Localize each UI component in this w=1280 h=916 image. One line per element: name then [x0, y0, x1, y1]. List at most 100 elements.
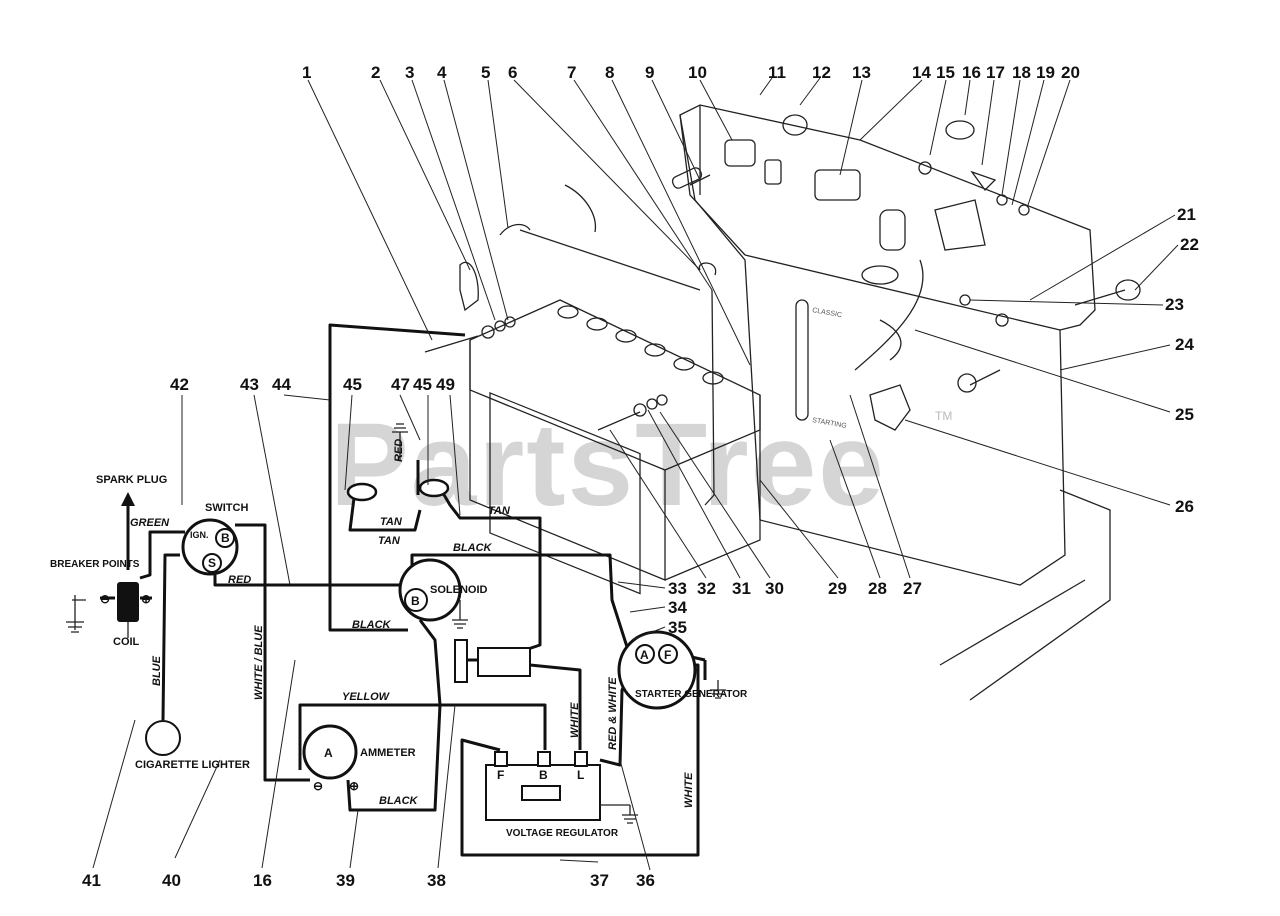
callout-37: 37: [590, 871, 609, 890]
callout-13: 13: [852, 63, 871, 82]
callout-23: 23: [1165, 295, 1184, 314]
callout-25: 25: [1175, 405, 1194, 424]
callout-4: 4: [437, 63, 447, 82]
callout-34: 34: [668, 598, 687, 617]
battery-posts: [346, 478, 450, 502]
ignition-switch: B S IGN. SWITCH: [181, 502, 248, 576]
wire-label-red: RED: [228, 574, 251, 586]
callout-14: 14: [912, 63, 931, 82]
callout-11: 11: [768, 63, 786, 82]
wire-label-tan-1: TAN: [380, 516, 403, 528]
callout-30: 30: [765, 579, 784, 598]
svg-text:VOLTAGE REGULATOR: VOLTAGE REGULATOR: [506, 828, 619, 839]
svg-text:B: B: [221, 531, 230, 545]
panel-label-classic: CLASSIC: [812, 307, 843, 319]
wire-label-tan-3: TAN: [488, 505, 511, 517]
svg-text:SWITCH: SWITCH: [205, 502, 248, 514]
wire-label-white-regulator: WHITE: [569, 702, 581, 738]
svg-text:⊕: ⊕: [141, 592, 151, 606]
wire-label-blue: BLUE: [151, 655, 163, 686]
svg-text:F: F: [664, 648, 671, 662]
breaker-points: BREAKER POINTS: [50, 559, 140, 633]
callout-5: 5: [481, 63, 490, 82]
callout-33: 33: [668, 579, 687, 598]
callout-numbers: 1 2 3 4 5 6 7 8 9 10 11 12 13 14 15 16 1…: [82, 63, 1199, 890]
svg-text:A: A: [324, 746, 333, 760]
hold-down-bolt: [704, 289, 715, 506]
svg-text:⊖: ⊖: [313, 779, 323, 793]
floor-line: [939, 579, 1086, 666]
rod-hook: [499, 223, 531, 236]
cigarette-lighter: CIGARETTE LIGHTER: [135, 720, 250, 771]
callout-15: 15: [936, 63, 955, 82]
wire-label-red-white: RED & WHITE: [607, 677, 619, 750]
wire-label-yellow: YELLOW: [342, 691, 391, 703]
floor-panel: [969, 489, 1111, 701]
ammeter: A AMMETER ⊖ ⊕: [302, 724, 416, 793]
callout-19: 19: [1036, 63, 1055, 82]
battery: [424, 299, 761, 595]
cable-piece: [564, 184, 597, 233]
terminal-boot: [459, 261, 479, 312]
callout-45: 45: [343, 375, 362, 394]
svg-text:SOLENOID: SOLENOID: [430, 584, 488, 596]
callout-26: 26: [1175, 497, 1194, 516]
wire-label-red-vertical: RED: [393, 439, 405, 462]
svg-text:AMMETER: AMMETER: [360, 747, 416, 759]
svg-text:S: S: [208, 556, 216, 570]
callout-27: 27: [903, 579, 922, 598]
callout-1: 1: [302, 63, 311, 82]
callout-24: 24: [1175, 335, 1194, 354]
callout-49: 49: [436, 375, 455, 394]
svg-text:F: F: [497, 768, 504, 782]
wire-label-black-ammeter: BLACK: [379, 795, 419, 807]
callout-47: 47: [391, 375, 410, 394]
callout-38: 38: [427, 871, 446, 890]
wire-label-black-bottom: BLACK: [352, 619, 392, 631]
callout-32: 32: [697, 579, 716, 598]
solenoid: B SOLENOID: [398, 558, 488, 629]
ground-symbol: [392, 423, 408, 460]
callout-leaders: [92, 77, 1179, 871]
callout-16: 16: [962, 63, 981, 82]
connector-block: [454, 639, 531, 683]
callout-2: 2: [371, 63, 380, 82]
callout-36: 36: [636, 871, 655, 890]
svg-text:B: B: [411, 594, 420, 608]
trademark: TM: [935, 409, 952, 423]
callout-35: 35: [668, 618, 687, 637]
wing-nut: [698, 262, 717, 276]
svg-text:⊖: ⊖: [100, 592, 110, 606]
callout-31: 31: [732, 579, 751, 598]
callout-20: 20: [1061, 63, 1080, 82]
svg-text:COIL: COIL: [113, 636, 140, 648]
callout-22: 22: [1180, 235, 1199, 254]
svg-text:CIGARETTE LIGHTER: CIGARETTE LIGHTER: [135, 759, 250, 771]
spark-plug: SPARK PLUG: [96, 474, 167, 530]
callout-18: 18: [1012, 63, 1031, 82]
svg-text:B: B: [539, 768, 548, 782]
svg-text:SPARK PLUG: SPARK PLUG: [96, 474, 167, 486]
svg-text:BREAKER POINTS: BREAKER POINTS: [50, 559, 140, 570]
callout-21: 21: [1177, 205, 1196, 224]
callout-7: 7: [567, 63, 576, 82]
callout-40: 40: [162, 871, 181, 890]
callout-39: 39: [336, 871, 355, 890]
callout-8: 8: [605, 63, 614, 82]
wire-label-tan-2: TAN: [378, 535, 401, 547]
callout-45b: 45: [413, 375, 432, 394]
svg-text:⊕: ⊕: [349, 779, 359, 793]
watermark: PartsTree: [330, 399, 886, 531]
wire-label-green: GREEN: [130, 517, 170, 529]
callout-42: 42: [170, 375, 189, 394]
starter-generator: A F STARTER GENERATOR: [617, 630, 748, 710]
panel-hardware: [671, 114, 1141, 393]
wire-label-white-blue: WHITE / BLUE: [253, 625, 265, 700]
callout-9: 9: [645, 63, 654, 82]
callout-29: 29: [828, 579, 847, 598]
callout-10: 10: [688, 63, 707, 82]
hold-down-rod: [519, 229, 701, 291]
coil: ⊖ ⊕ COIL: [100, 582, 151, 648]
